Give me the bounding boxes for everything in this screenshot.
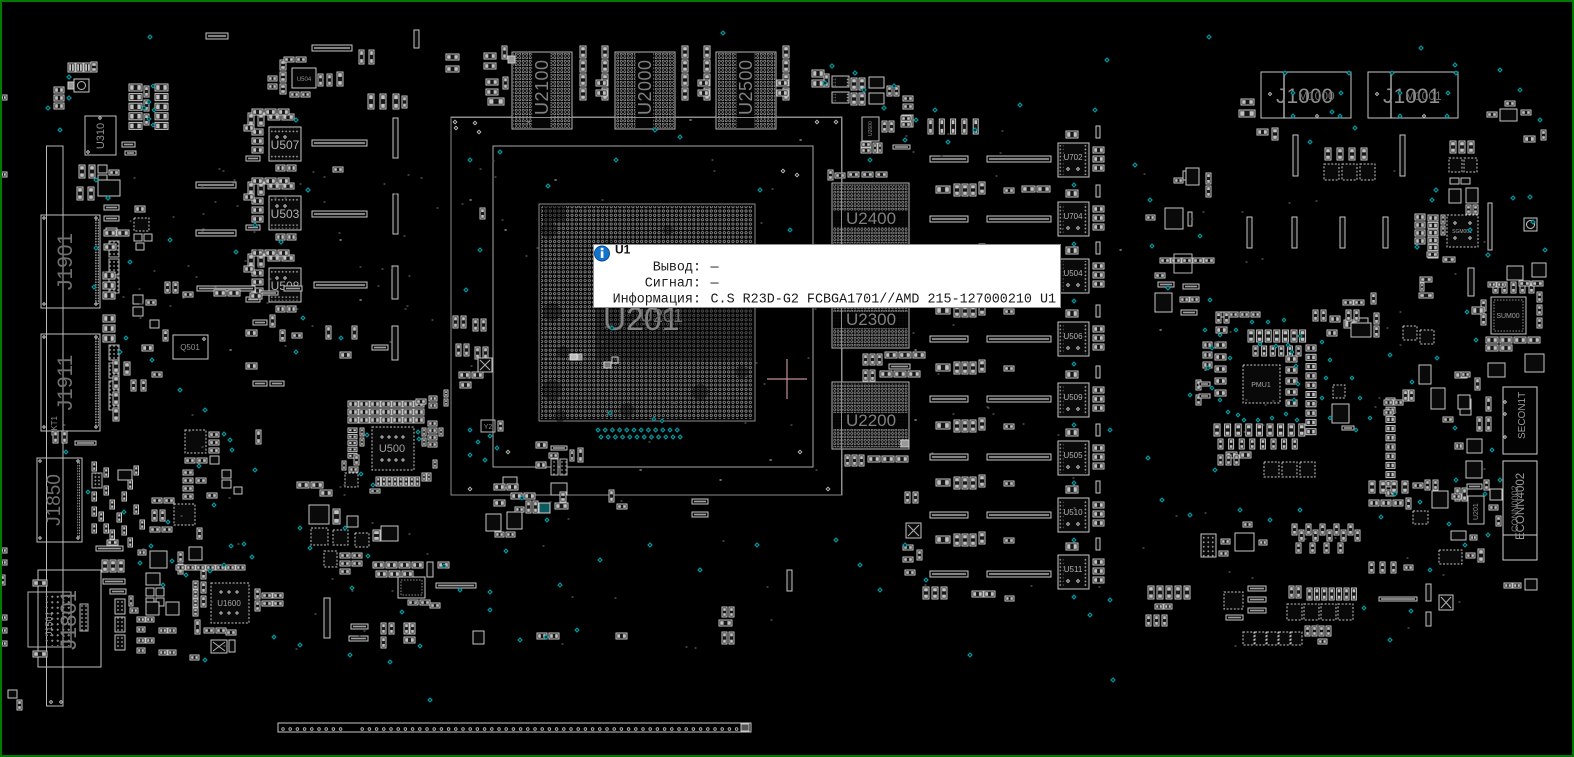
svg-text:J1901: J1901 xyxy=(54,233,77,290)
svg-text:—: — xyxy=(710,261,720,276)
svg-text:J1850: J1850 xyxy=(44,474,65,526)
svg-text:J1000: J1000 xyxy=(1276,85,1333,108)
svg-text:U505: U505 xyxy=(1063,451,1083,460)
svg-text:PMU1: PMU1 xyxy=(1251,382,1271,389)
svg-text:U507: U507 xyxy=(271,138,300,152)
svg-text:J1501: J1501 xyxy=(44,611,54,636)
svg-text:Информация:: Информация: xyxy=(613,293,701,308)
svg-text:U201: U201 xyxy=(1473,503,1480,520)
svg-text:U1: U1 xyxy=(615,243,631,257)
svg-text:Y2: Y2 xyxy=(484,424,493,431)
svg-text:U511: U511 xyxy=(1064,565,1083,574)
svg-text:ECONN4002: ECONN4002 xyxy=(1515,473,1527,540)
svg-text:U2200: U2200 xyxy=(846,411,896,430)
svg-text:U2000: U2000 xyxy=(635,59,655,115)
svg-text:U506: U506 xyxy=(1063,332,1083,341)
svg-text:J1801: J1801 xyxy=(56,590,81,650)
svg-text:U509: U509 xyxy=(1063,393,1083,402)
svg-text:SUM00: SUM00 xyxy=(1496,313,1519,320)
svg-text:U2600: U2600 xyxy=(868,121,874,136)
svg-text:U310: U310 xyxy=(95,123,107,149)
svg-text:U504: U504 xyxy=(297,77,312,83)
svg-text:U201: U201 xyxy=(640,306,683,326)
svg-text:U503: U503 xyxy=(271,207,300,221)
svg-text:U504: U504 xyxy=(1063,269,1083,278)
svg-text:U2400: U2400 xyxy=(846,209,896,228)
svg-text:J1001: J1001 xyxy=(1383,85,1440,108)
svg-text:U704: U704 xyxy=(1063,212,1083,221)
svg-text:U2500: U2500 xyxy=(736,59,756,115)
svg-text:J1911: J1911 xyxy=(54,355,77,411)
svg-text:—: — xyxy=(710,276,720,291)
svg-text:Вывод:: Вывод: xyxy=(653,261,701,276)
svg-text:Q501: Q501 xyxy=(180,343,200,352)
svg-text:SECON1T: SECON1T xyxy=(1517,392,1528,439)
svg-text:U2100: U2100 xyxy=(532,59,552,115)
svg-text:U500: U500 xyxy=(379,443,405,455)
svg-text:M1001: M1001 xyxy=(1405,89,1442,103)
svg-text:U510: U510 xyxy=(1063,508,1083,517)
svg-text:SGM001: SGM001 xyxy=(1452,229,1472,235)
svg-text:C.S R23D-G2 FCBGA1701//AMD 215: C.S R23D-G2 FCBGA1701//AMD 215-127000210… xyxy=(711,293,1057,308)
svg-text:U1600: U1600 xyxy=(217,599,241,608)
svg-text:Сигнал:: Сигнал: xyxy=(645,276,701,291)
svg-text:BKT1: BKT1 xyxy=(50,415,59,436)
svg-text:CONN0002: CONN0002 xyxy=(1510,485,1520,532)
svg-text:M1000: M1000 xyxy=(1298,89,1335,103)
svg-text:U702: U702 xyxy=(1063,153,1083,162)
svg-text:U2300: U2300 xyxy=(846,310,896,329)
